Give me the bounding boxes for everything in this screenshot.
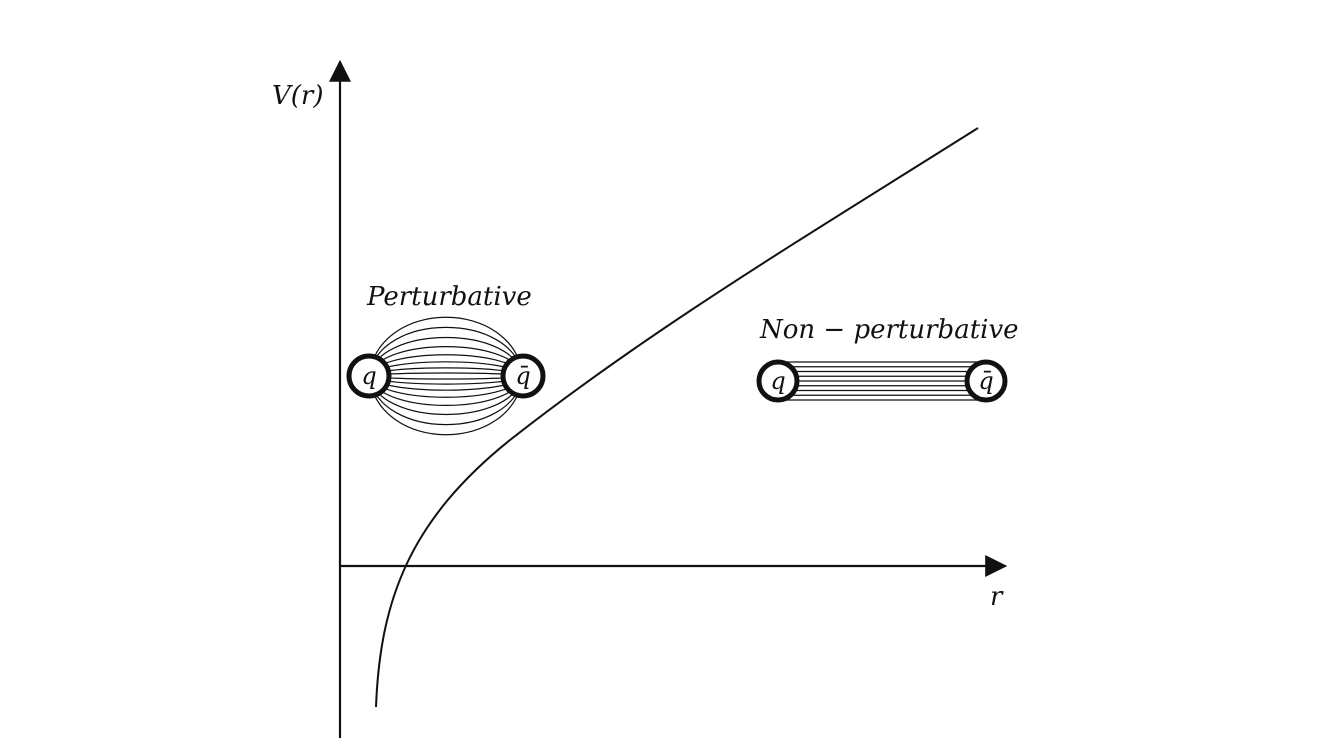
non-perturbative-antiquark <box>964 359 1008 403</box>
perturbative-field-lines <box>368 316 524 436</box>
perturbative-label: Perturbative <box>366 282 532 312</box>
field-line <box>368 375 524 426</box>
perturbative-antiquark <box>500 353 546 399</box>
field-line <box>368 375 524 380</box>
field-line <box>368 316 524 377</box>
y-axis-label: V(r) <box>272 81 324 111</box>
perturbative-quark-label: q <box>361 362 376 390</box>
x-axis-label: r <box>990 582 1004 612</box>
perturbative-antiquark-label: q̄ <box>515 362 530 390</box>
non-perturbative-label: Non − perturbative <box>759 315 1019 345</box>
non-perturbative-quark-label: q <box>770 367 785 395</box>
flux-tube-lines <box>778 361 986 401</box>
field-line <box>368 375 524 436</box>
perturbative-quark <box>346 353 392 399</box>
potential-curve <box>375 127 979 708</box>
non-perturbative-quark <box>756 359 800 403</box>
field-line <box>368 372 524 377</box>
field-line <box>368 367 524 377</box>
field-line <box>368 375 524 385</box>
field-line <box>368 326 524 377</box>
non-perturbative-antiquark-label: q̄ <box>978 367 993 395</box>
